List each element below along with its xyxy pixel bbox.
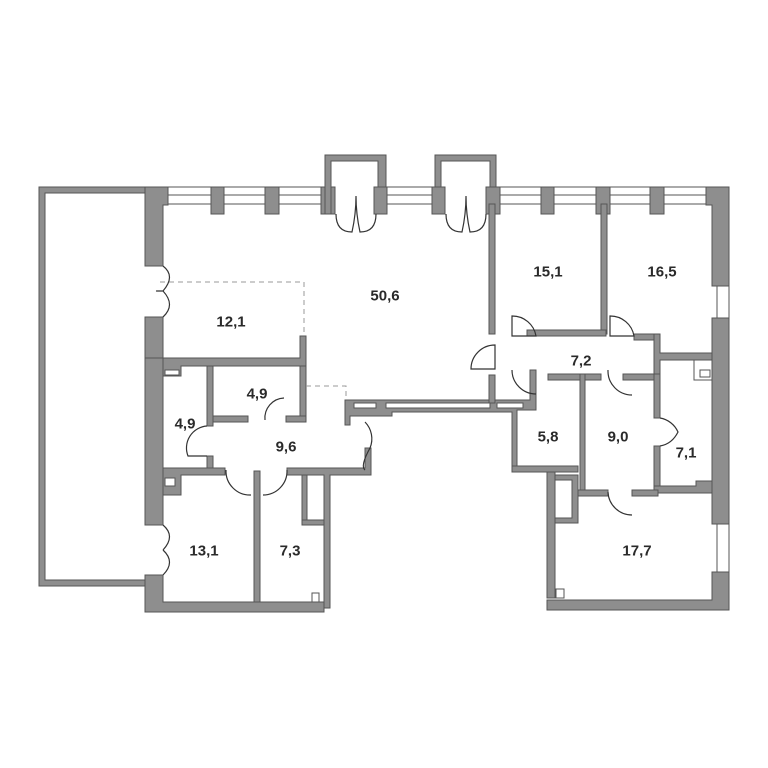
left-exterior-wall [144, 574, 325, 613]
partition-wall [653, 373, 661, 419]
shaft [555, 588, 565, 599]
partition-wall [600, 203, 608, 335]
door-swing [607, 369, 633, 396]
partition-wall [511, 465, 579, 473]
partition-wall [526, 329, 607, 337]
wall-pier [373, 186, 388, 215]
wall-pier [264, 186, 280, 215]
room-area-5-8: 5,8 [537, 428, 559, 446]
right-exterior-wall [546, 571, 730, 611]
room-area-9-6: 9,6 [275, 438, 297, 456]
door-swing [511, 315, 537, 337]
partition-wall [162, 467, 226, 496]
partition-wall [162, 335, 307, 377]
partition-wall [301, 474, 308, 526]
room-area-13-1: 13,1 [189, 542, 219, 560]
room-area-17-7: 17,7 [622, 542, 652, 560]
shaft [353, 402, 377, 409]
shaft [164, 477, 176, 487]
room-area-9-0: 9,0 [607, 428, 629, 446]
partition-wall [577, 489, 609, 497]
shaft [699, 369, 711, 378]
shaft [385, 402, 491, 409]
partition-wall [547, 373, 602, 381]
door-swing [445, 195, 487, 233]
door-swing [264, 397, 285, 421]
room-area-7-3: 7,3 [279, 542, 301, 560]
shaft [496, 402, 524, 409]
room-area-living: 50,6 [370, 287, 400, 305]
room-area-16-5: 16,5 [647, 263, 677, 281]
partition-wall [206, 365, 214, 427]
partition-wall [253, 470, 261, 603]
partition-wall [212, 415, 249, 423]
partition-wall [488, 374, 496, 404]
door-swing [225, 469, 252, 496]
room-area-12-1: 12,1 [216, 313, 246, 331]
zone-boundary [306, 385, 347, 400]
room-area-7-1: 7,1 [675, 444, 697, 462]
left-exterior-wall [144, 357, 164, 526]
door-swing [335, 195, 377, 233]
door-swing [511, 369, 537, 395]
partition-wall [286, 447, 372, 609]
corridor-wall [344, 369, 537, 471]
partition-wall [488, 203, 496, 335]
partition-wall [554, 474, 579, 524]
zone-boundary [160, 281, 305, 332]
window [716, 285, 730, 320]
partition-wall [301, 519, 325, 526]
window [716, 523, 730, 573]
right-exterior-wall [711, 317, 730, 525]
room-area-7-2: 7,2 [570, 352, 592, 370]
room-area-15-1: 15,1 [533, 263, 563, 281]
partition-wall [653, 445, 661, 493]
door-swing [162, 524, 171, 576]
door-swing [609, 315, 635, 337]
shaft [164, 369, 180, 376]
partition-wall [579, 373, 586, 495]
partition-wall [546, 471, 556, 599]
right-exterior-wall [705, 186, 730, 287]
left-exterior-wall [144, 186, 169, 267]
shaft [311, 592, 320, 603]
wall-pier [649, 186, 665, 215]
partition-wall [631, 489, 659, 497]
door-swing [185, 425, 208, 457]
partition-wall [285, 415, 307, 423]
partition-wall [693, 359, 713, 381]
left-exterior-wall [144, 316, 164, 359]
partition-wall [653, 480, 713, 494]
door-swing [155, 265, 171, 318]
partition-wall [299, 365, 307, 423]
wall-pier [210, 186, 225, 215]
door-swing [362, 421, 373, 471]
wall-pier [540, 186, 555, 215]
door-swing [262, 469, 288, 496]
room-area-4-9-top: 4,9 [246, 385, 268, 403]
room-area-4-9-left: 4,9 [174, 415, 196, 433]
door-swing [607, 491, 633, 516]
door-swing [659, 417, 679, 447]
door-swing [470, 344, 496, 370]
wall-pier [431, 186, 446, 215]
